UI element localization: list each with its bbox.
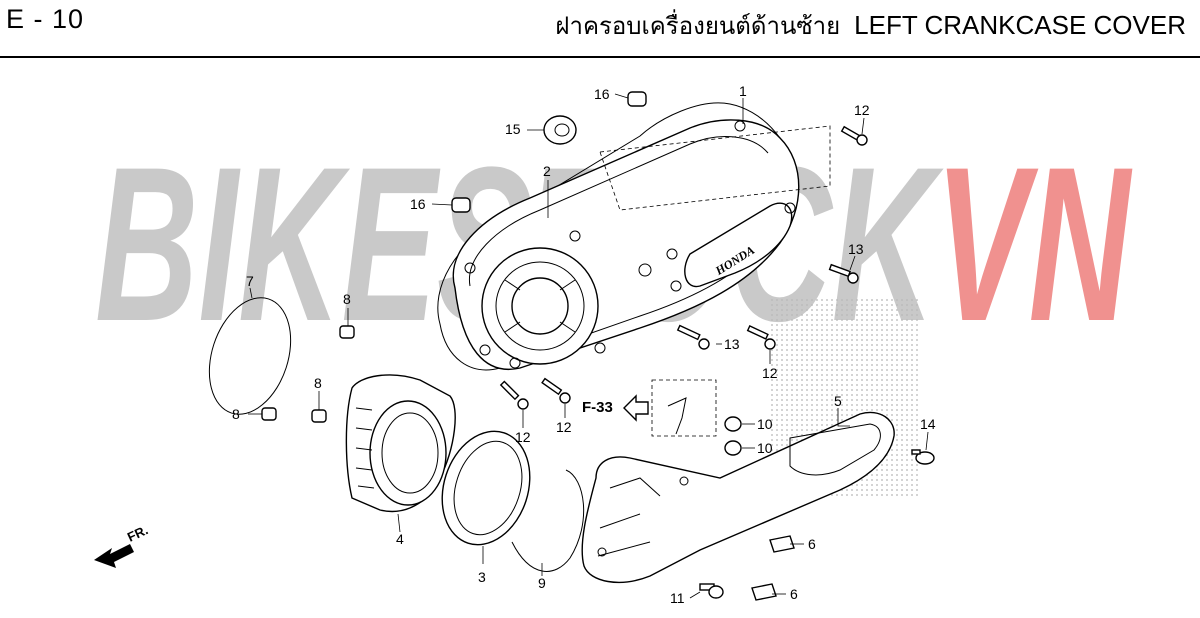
part-7-o-ring xyxy=(208,297,292,415)
callout-13-center: 13 xyxy=(724,336,740,352)
part-12-bolt-lower-right xyxy=(541,377,571,404)
part-8-grommet-left xyxy=(261,407,277,421)
part-10-grommet-lower xyxy=(724,440,742,456)
part-6-clip-lower xyxy=(751,583,777,601)
front-direction-label: FR. xyxy=(125,522,150,544)
front-arrow-icon xyxy=(94,544,134,568)
part-10-grommet-upper xyxy=(724,416,742,432)
part-4-air-duct xyxy=(345,374,456,513)
part-13-bolt-right xyxy=(828,263,859,284)
front-direction-indicator: FR. xyxy=(94,522,150,568)
callout-1: 1 xyxy=(739,83,747,99)
page-code: E - 10 xyxy=(6,4,85,34)
callout-6-lower: 6 xyxy=(790,586,798,602)
page-header: E - 10 ฝาครอบเครื่องยนต์ด้านซ้าย LEFT CRA… xyxy=(0,0,1200,58)
callout-16-upper: 16 xyxy=(594,86,610,102)
part-12-bolt-top xyxy=(840,125,868,146)
callout-15: 15 xyxy=(505,121,521,137)
part-9-clip xyxy=(511,469,585,572)
part-1-crankcase-cover: HONDA xyxy=(452,119,800,370)
callout-3: 3 xyxy=(478,569,486,585)
callout-8-top: 8 xyxy=(343,291,351,307)
callout-14: 14 xyxy=(920,416,936,432)
callouts: 1 2 3 4 5 6 6 7 8 8 8 9 10 10 11 12 12 1… xyxy=(232,83,936,606)
callout-12-lower-right: 12 xyxy=(556,419,572,435)
part-13-bolt-center xyxy=(676,324,710,350)
page-title-thai: ฝาครอบเครื่องยนต์ด้านซ้าย xyxy=(555,12,841,40)
page-title: ฝาครอบเครื่องยนต์ด้านซ้าย LEFT CRANKCASE … xyxy=(555,6,1186,45)
part-12-bolt-center xyxy=(746,325,776,350)
callout-12-lower-left: 12 xyxy=(515,429,531,445)
part-8-grommet-top xyxy=(339,325,355,339)
callout-5: 5 xyxy=(834,393,842,409)
reference-inset-box xyxy=(651,379,717,437)
callout-12-center: 12 xyxy=(762,365,778,381)
callout-7: 7 xyxy=(246,273,254,289)
part-14-screw xyxy=(911,449,935,465)
callout-4: 4 xyxy=(396,531,404,547)
callout-13-right: 13 xyxy=(848,241,864,257)
part-5-lower-cover xyxy=(581,411,895,583)
parts-diagram: BIKESTOCK VN HONDA xyxy=(94,83,1133,606)
page-title-english: LEFT CRANKCASE COVER xyxy=(854,10,1186,40)
callout-11: 11 xyxy=(670,590,685,606)
callout-16-lower: 16 xyxy=(410,196,426,212)
part-6-clip-upper xyxy=(769,535,795,553)
reference-label: F-33 xyxy=(582,399,613,416)
part-8-grommet-middle xyxy=(311,409,327,423)
reference-indicator: F-33 xyxy=(582,394,649,422)
leader-lines xyxy=(248,93,929,599)
watermark-suffix: VN xyxy=(935,121,1133,367)
part-3-filter-ring xyxy=(441,430,531,546)
callout-10-upper: 10 xyxy=(757,416,773,432)
reference-inset-wire xyxy=(667,397,687,435)
callout-10-lower: 10 xyxy=(757,440,773,456)
callout-8-middle: 8 xyxy=(314,375,322,391)
callout-6-upper: 6 xyxy=(808,536,816,552)
part-12-bolt-lower-left xyxy=(499,380,529,410)
callout-8-left: 8 xyxy=(232,406,240,422)
callout-9: 9 xyxy=(538,575,546,591)
part-11-bolt xyxy=(699,583,724,599)
part-16-dowel-lower xyxy=(451,197,471,213)
part-15-bearing xyxy=(543,115,577,145)
callout-12-top: 12 xyxy=(854,102,870,118)
callout-2: 2 xyxy=(543,163,551,179)
part-16-dowel-upper xyxy=(627,91,647,107)
